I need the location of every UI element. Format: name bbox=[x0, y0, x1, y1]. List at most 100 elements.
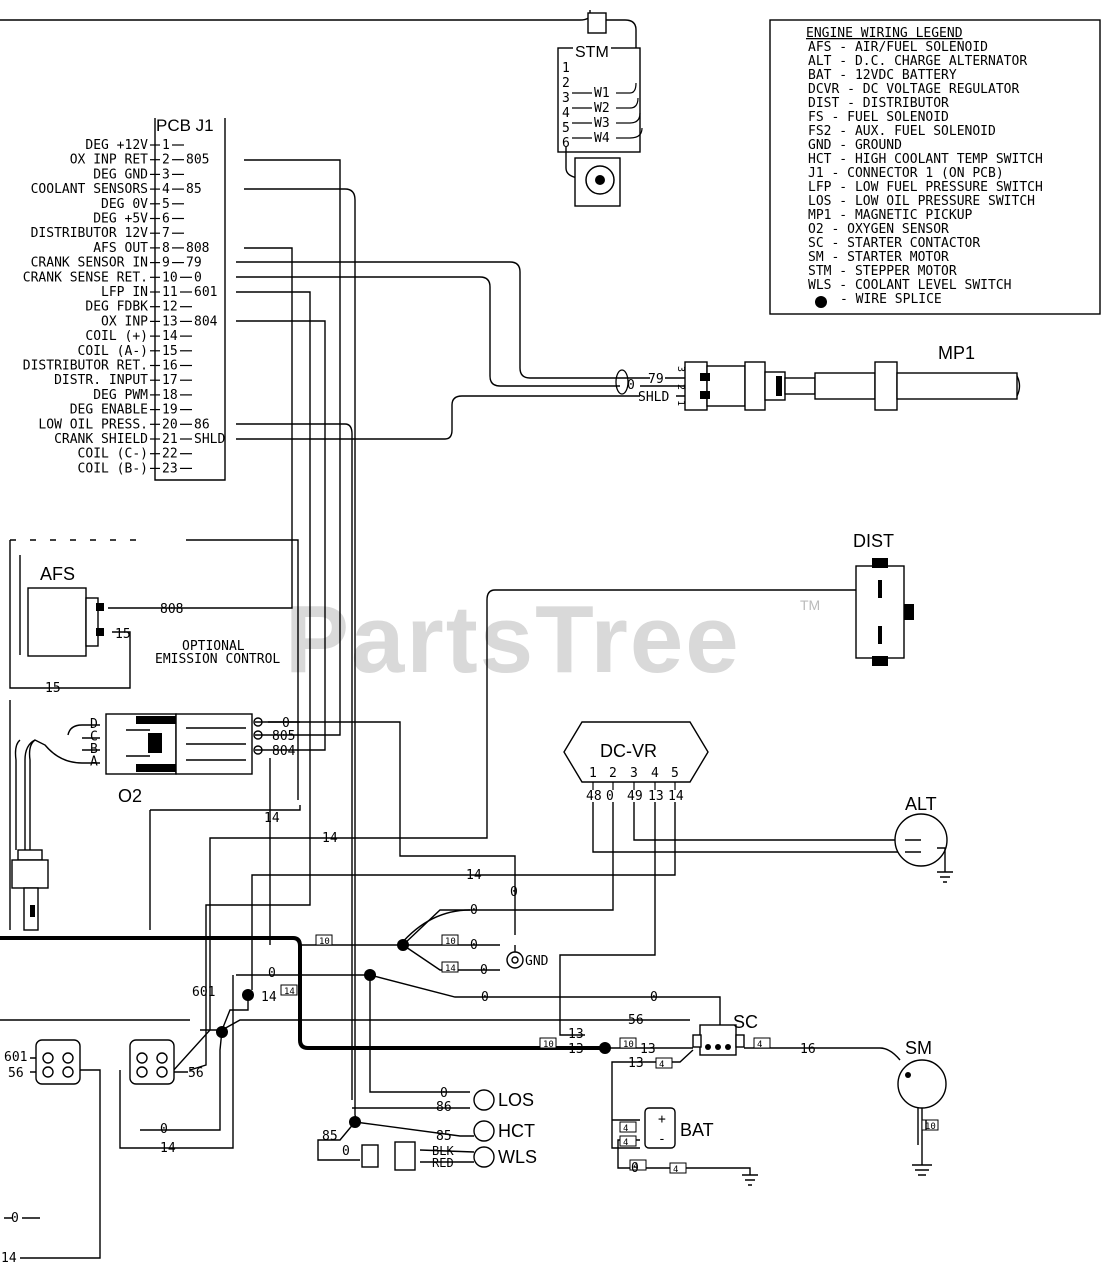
magnetic-pickup: 79 0 SHLD 3 2 1 MP1 bbox=[615, 343, 1021, 411]
stm-plug bbox=[587, 12, 607, 34]
stm-winding: W3 bbox=[594, 116, 610, 131]
pcb-pin-label: OX INP RET bbox=[70, 153, 148, 168]
wls-title: WLS bbox=[498, 1147, 537, 1167]
pcb-pin-number: 12 bbox=[162, 300, 178, 315]
pcb-pin-number: 17 bbox=[162, 373, 178, 388]
stm-wire bbox=[629, 127, 643, 139]
stm-winding: W4 bbox=[594, 131, 610, 146]
wire-0-a: 0 bbox=[510, 885, 518, 900]
pcb-pin-number: 6 bbox=[162, 212, 170, 227]
pcb-pin-label: COIL (A-) bbox=[78, 344, 148, 359]
pcb-pin-number: 3 bbox=[162, 167, 170, 182]
pcb-pin-label: DEG PWM bbox=[93, 388, 148, 403]
wire-tag-label: 4 bbox=[757, 1040, 762, 1050]
wire-tag-label: 10 bbox=[543, 1040, 554, 1050]
wls-blk: BLK bbox=[432, 1144, 454, 1158]
pcb-pin-label: DEG 0V bbox=[101, 197, 148, 212]
wire-splice-symbol bbox=[815, 296, 827, 308]
wire-14-d: 14 bbox=[261, 990, 277, 1005]
mp1-wire-0: 0 bbox=[627, 378, 635, 393]
wire-tag-label: 10 bbox=[623, 1040, 634, 1050]
pcb-wires bbox=[108, 159, 650, 1126]
distributor: DIST bbox=[171, 531, 914, 1073]
legend-entry: DIST - DISTRIBUTOR bbox=[808, 96, 949, 111]
pcb-pin-wire: 805 bbox=[186, 153, 209, 168]
svg-text:0: 0 bbox=[11, 1211, 19, 1226]
legend-entry: STM - STEPPER MOTOR bbox=[808, 264, 957, 279]
dcvr-wire: 48 bbox=[586, 789, 602, 804]
pcb-pin-label: COIL (+) bbox=[85, 329, 148, 344]
wire-tag bbox=[669, 1162, 687, 1174]
legend-entry: O2 - OXYGEN SENSOR bbox=[808, 222, 949, 237]
wire-0-g: 0 bbox=[650, 990, 658, 1005]
wire-tag-label: 4 bbox=[623, 1138, 628, 1148]
pcb-pin-label: AFS OUT bbox=[93, 241, 148, 256]
bottom-connectors bbox=[30, 1039, 188, 1085]
wire-56-a: 56 bbox=[628, 1013, 644, 1028]
dcvr-pin: 2 bbox=[609, 766, 617, 781]
mp1-wire-79: 79 bbox=[648, 372, 664, 387]
pcb-pin-label: DISTRIBUTOR 12V bbox=[31, 226, 149, 241]
pcb-pin-label: COIL (B-) bbox=[78, 461, 148, 476]
legend-entry: AFS - AIR/FUEL SOLENOID bbox=[808, 40, 988, 55]
wire-tag-label: 4 bbox=[633, 1162, 638, 1172]
legend-entry: WLS - COOLANT LEVEL SWITCH bbox=[808, 278, 1012, 293]
wire-14-e: 14 bbox=[160, 1141, 176, 1156]
svg-text:14: 14 bbox=[1, 1251, 17, 1266]
legend-entry: MP1 - MAGNETIC PICKUP bbox=[808, 208, 973, 223]
wire-601-a: 601 bbox=[192, 985, 215, 1000]
pcb-pin-number: 20 bbox=[162, 417, 178, 432]
wire-86: 86 bbox=[436, 1100, 452, 1115]
stm-wire bbox=[629, 97, 639, 109]
o2-wire-0: 0 bbox=[282, 716, 290, 731]
wire-tag-label: 4 bbox=[673, 1165, 678, 1175]
stm-pin: 1 bbox=[562, 61, 570, 76]
switches: LOS HCT WLS BLK RED bbox=[317, 1089, 537, 1171]
pcb-pin-label: DISTR. INPUT bbox=[54, 373, 148, 388]
wire-tag bbox=[753, 1037, 771, 1049]
pcb-pin-label: CRANK SENSE RET. bbox=[23, 270, 148, 285]
wire-tag bbox=[619, 1135, 637, 1147]
legend-entry: ALT - D.C. CHARGE ALTERNATOR bbox=[808, 54, 1027, 69]
pcb-pin-label: COIL (C-) bbox=[78, 447, 148, 462]
mp1-pin-2: 2 bbox=[675, 384, 686, 390]
stm-pin: 3 bbox=[562, 91, 570, 106]
stm-pin: 6 bbox=[562, 136, 570, 151]
bat-title: BAT bbox=[680, 1120, 714, 1140]
dcvr-pin: 1 bbox=[589, 766, 597, 781]
pcb-pin-number: 16 bbox=[162, 359, 178, 374]
wire-0-d: 0 bbox=[480, 963, 488, 978]
pcb-pin-number: 15 bbox=[162, 344, 178, 359]
stm-wire bbox=[629, 82, 637, 94]
wire-85-b: 85 bbox=[436, 1129, 452, 1144]
wire-tag bbox=[619, 1121, 637, 1133]
pcb-pin-wire: 0 bbox=[194, 270, 202, 285]
pcb-pin-number: 11 bbox=[162, 285, 178, 300]
o2-wire-805: 805 bbox=[272, 729, 295, 744]
wire-0-b: 0 bbox=[470, 903, 478, 918]
legend: ENGINE WIRING LEGEND AFS - AIR/FUEL SOLE… bbox=[769, 19, 1101, 315]
legend-entry: LFP - LOW FUEL PRESSURE SWITCH bbox=[808, 180, 1043, 195]
pcb-pin-number: 10 bbox=[162, 270, 178, 285]
pcb-pin-number: 14 bbox=[162, 329, 178, 344]
watermark-tm: TM bbox=[800, 597, 820, 613]
wire-0-i: 0 bbox=[342, 1144, 350, 1159]
legend-entry: DCVR - DC VOLTAGE REGULATOR bbox=[808, 82, 1019, 97]
pcb-pin-number: 1 bbox=[162, 138, 170, 153]
dcvr-wire: 13 bbox=[648, 789, 664, 804]
legend-entry: GND - GROUND bbox=[808, 138, 902, 153]
wire-tag-label: 14 bbox=[284, 987, 295, 997]
wire-tag bbox=[629, 1159, 647, 1171]
wire-16: 16 bbox=[800, 1042, 816, 1057]
wire-tag bbox=[655, 1057, 673, 1069]
dcvr-title: DC-VR bbox=[600, 741, 657, 761]
wire-tag bbox=[619, 1037, 637, 1049]
wire-56-b: 56 bbox=[8, 1066, 24, 1081]
wire-0-e: 0 bbox=[268, 966, 276, 981]
